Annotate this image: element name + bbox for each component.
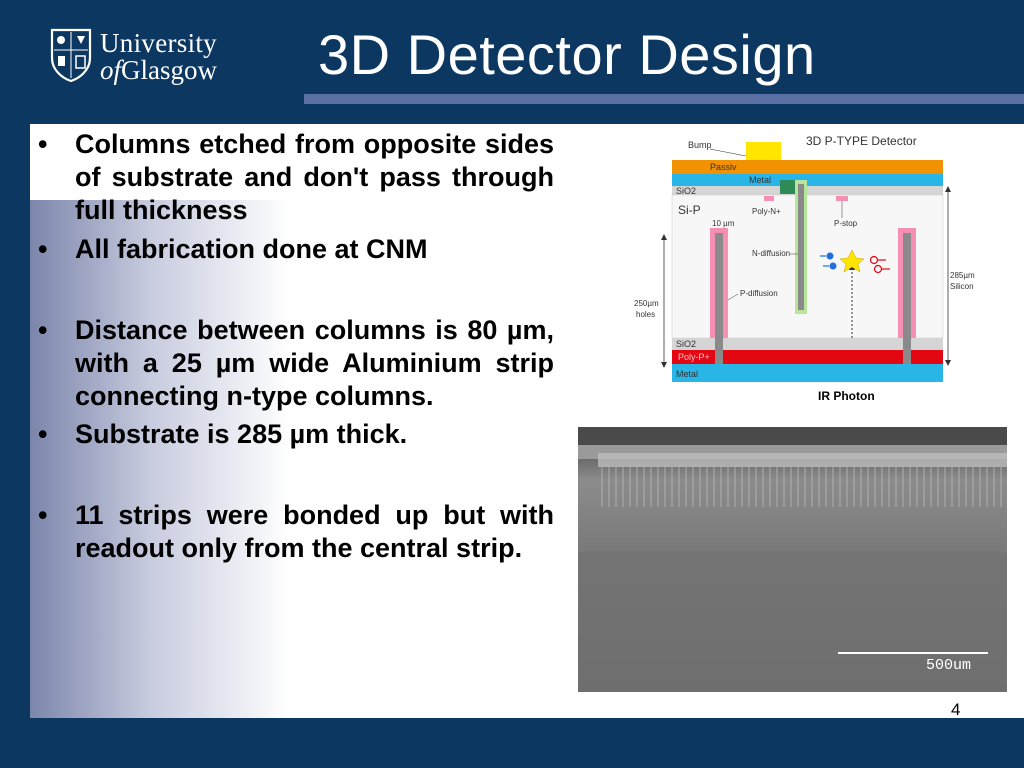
bullet-text: 11 strips were bonded up but with readou… [75, 500, 554, 563]
p-column-right [903, 233, 911, 366]
n-column [798, 184, 804, 310]
label-metal-top: Metal [749, 175, 771, 185]
ionization-star-icon [839, 249, 865, 273]
sio2-bottom-layer [672, 338, 943, 350]
electron-icon [829, 262, 837, 270]
passivation-layer [672, 160, 943, 174]
bullet-text: Substrate is 285 µm thick. [75, 419, 408, 449]
label-bump: Bump [688, 140, 712, 150]
content-panel-top-band [30, 124, 580, 200]
schematic-caption: IR Photon [818, 389, 875, 403]
university-logo: University ofGlasgow [50, 26, 230, 86]
sem-photograph: 500um [578, 427, 1007, 692]
bullet-marker: • [38, 419, 48, 449]
label-p-diffusion: P-diffusion [740, 289, 778, 298]
label-metal-bottom: Metal [676, 369, 698, 379]
bullet-marker: • [38, 500, 48, 530]
bump-pad [746, 142, 781, 164]
bullet-text: Distance between columns is 80 µm, with … [75, 315, 554, 411]
label-poly-p: Poly-P+ [678, 352, 710, 362]
logo-text-glasgow-word: Glasgow [121, 55, 218, 85]
detector-schematic: 3D P-TYPE Detector Bump Passiv Metal SiO… [630, 128, 975, 412]
electron-icon [826, 252, 834, 260]
label-si-p: Si-P [678, 203, 701, 217]
schematic-heading: 3D P-TYPE Detector [806, 134, 917, 148]
logo-text-of: of [100, 55, 122, 85]
bullet-list: • Columns etched from opposite sides of s… [38, 128, 554, 565]
sio2-top-layer [672, 186, 943, 195]
label-poly-n: Poly-N+ [752, 207, 781, 216]
bullet-marker: • [38, 234, 48, 264]
bullet-item: • Distance between columns is 80 µm, with… [38, 314, 554, 413]
hole-icon [869, 255, 879, 265]
label-silicon: Silicon [950, 282, 974, 291]
bullet-marker: • [38, 315, 48, 345]
label-285um: 285µm [950, 271, 975, 280]
poly-p-layer [672, 350, 943, 364]
label-sio2-bottom: SiO2 [676, 339, 696, 349]
bullet-marker: • [38, 129, 48, 159]
bullet-item: • Columns etched from opposite sides of s… [38, 128, 554, 227]
p-column-left [715, 233, 723, 366]
bullet-item: • Substrate is 285 µm thick. [38, 418, 554, 451]
label-p-stop: P-stop [834, 219, 858, 228]
logo-text-glasgow: ofGlasgow [100, 55, 217, 86]
bullet-item: • All fabrication done at CNM [38, 233, 554, 266]
label-passiv: Passiv [710, 162, 737, 172]
slide-title: 3D Detector Design [318, 23, 816, 86]
metal-bottom-layer [672, 364, 943, 382]
bullet-text: All fabrication done at CNM [75, 234, 428, 264]
page-number: 4 [951, 700, 961, 719]
title-underline [304, 94, 1024, 104]
crest-icon [50, 28, 92, 83]
label-250um: 250µm [634, 299, 659, 308]
label-sio2-top: SiO2 [676, 186, 696, 196]
label-10um: 10 µm [712, 219, 735, 228]
sem-scale-label: 500um [926, 657, 971, 674]
label-n-diffusion: N-diffusion [752, 249, 790, 258]
label-holes: holes [636, 310, 655, 319]
hole-icon [873, 264, 883, 274]
bullet-text: Columns etched from opposite sides of su… [75, 129, 554, 225]
logo-text-university: University [100, 28, 217, 58]
bullet-item: • 11 strips were bonded up but with reado… [38, 499, 554, 565]
